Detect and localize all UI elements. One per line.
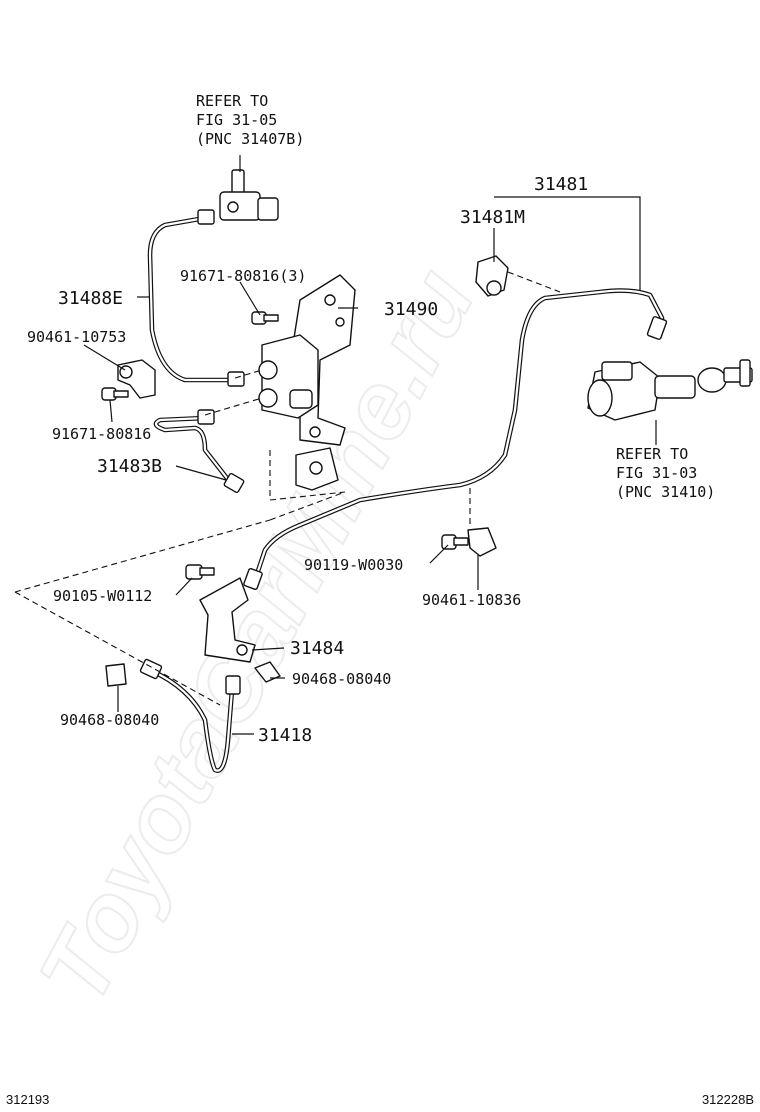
footer-code-left: 312193 (6, 1092, 49, 1107)
bolt-91671-80816-top (251, 311, 279, 325)
lower-bracket (295, 447, 339, 491)
clip-90468-08040-left (105, 663, 127, 687)
line-31488E (147, 209, 245, 387)
flex-hose-31418 (139, 658, 241, 773)
svg-text:FIG 31-05: FIG 31-05 (196, 111, 277, 129)
leader-lines (83, 155, 657, 735)
three-way-union-fitting (219, 169, 279, 221)
svg-text:REFER TO: REFER TO (196, 92, 268, 110)
label-90468-08040-left: 90468-08040 (60, 711, 159, 729)
bolt-90119-W0030 (441, 534, 469, 550)
watermark: ToyotaCarMine.ru (19, 252, 495, 1020)
label-31490: 31490 (384, 299, 438, 320)
bolt-91671-80816-left (101, 387, 129, 401)
label-90461-10836: 90461-10836 (422, 591, 521, 609)
clip-31481M (475, 255, 509, 297)
label-31483B: 31483B (97, 456, 162, 477)
label-91671-80816-3: 91671-80816(3) (180, 267, 306, 285)
clutch-valve-body (258, 334, 319, 419)
label-31488E: 31488E (58, 288, 123, 309)
bracket-31484 (199, 577, 256, 663)
label-31484: 31484 (290, 638, 344, 659)
label-90119-W0030: 90119-W0030 (304, 556, 403, 574)
svg-text:(PNC 31410): (PNC 31410) (616, 483, 715, 501)
bolt-90105-W0112 (185, 564, 215, 580)
label-31481: 31481 (534, 174, 588, 195)
clutch-master-cylinder (587, 359, 753, 421)
label-31418: 31418 (258, 725, 312, 746)
line-31483B (153, 409, 245, 494)
label-31481M: 31481M (460, 207, 525, 228)
svg-text:FIG 31-03: FIG 31-03 (616, 464, 697, 482)
svg-text:REFER TO: REFER TO (616, 445, 688, 463)
footer-code-right: 312228B (702, 1092, 754, 1107)
clamp-90461-10836 (467, 527, 497, 557)
label-90461-10753: 90461-10753 (27, 328, 126, 346)
label-90105-W0112: 90105-W0112 (53, 587, 152, 605)
alignment-lines (14, 271, 561, 706)
ref-top-left: REFER TO FIG 31-05 (PNC 31407B) (196, 92, 304, 148)
clip-90468-08040-right (254, 661, 281, 683)
svg-text:(PNC 31407B): (PNC 31407B) (196, 130, 304, 148)
clutch-line-31481 (243, 288, 668, 590)
label-90468-08040-right: 90468-08040 (292, 670, 391, 688)
label-91671-80816: 91671-80816 (52, 425, 151, 443)
ref-right: REFER TO FIG 31-03 (PNC 31410) (616, 445, 715, 501)
